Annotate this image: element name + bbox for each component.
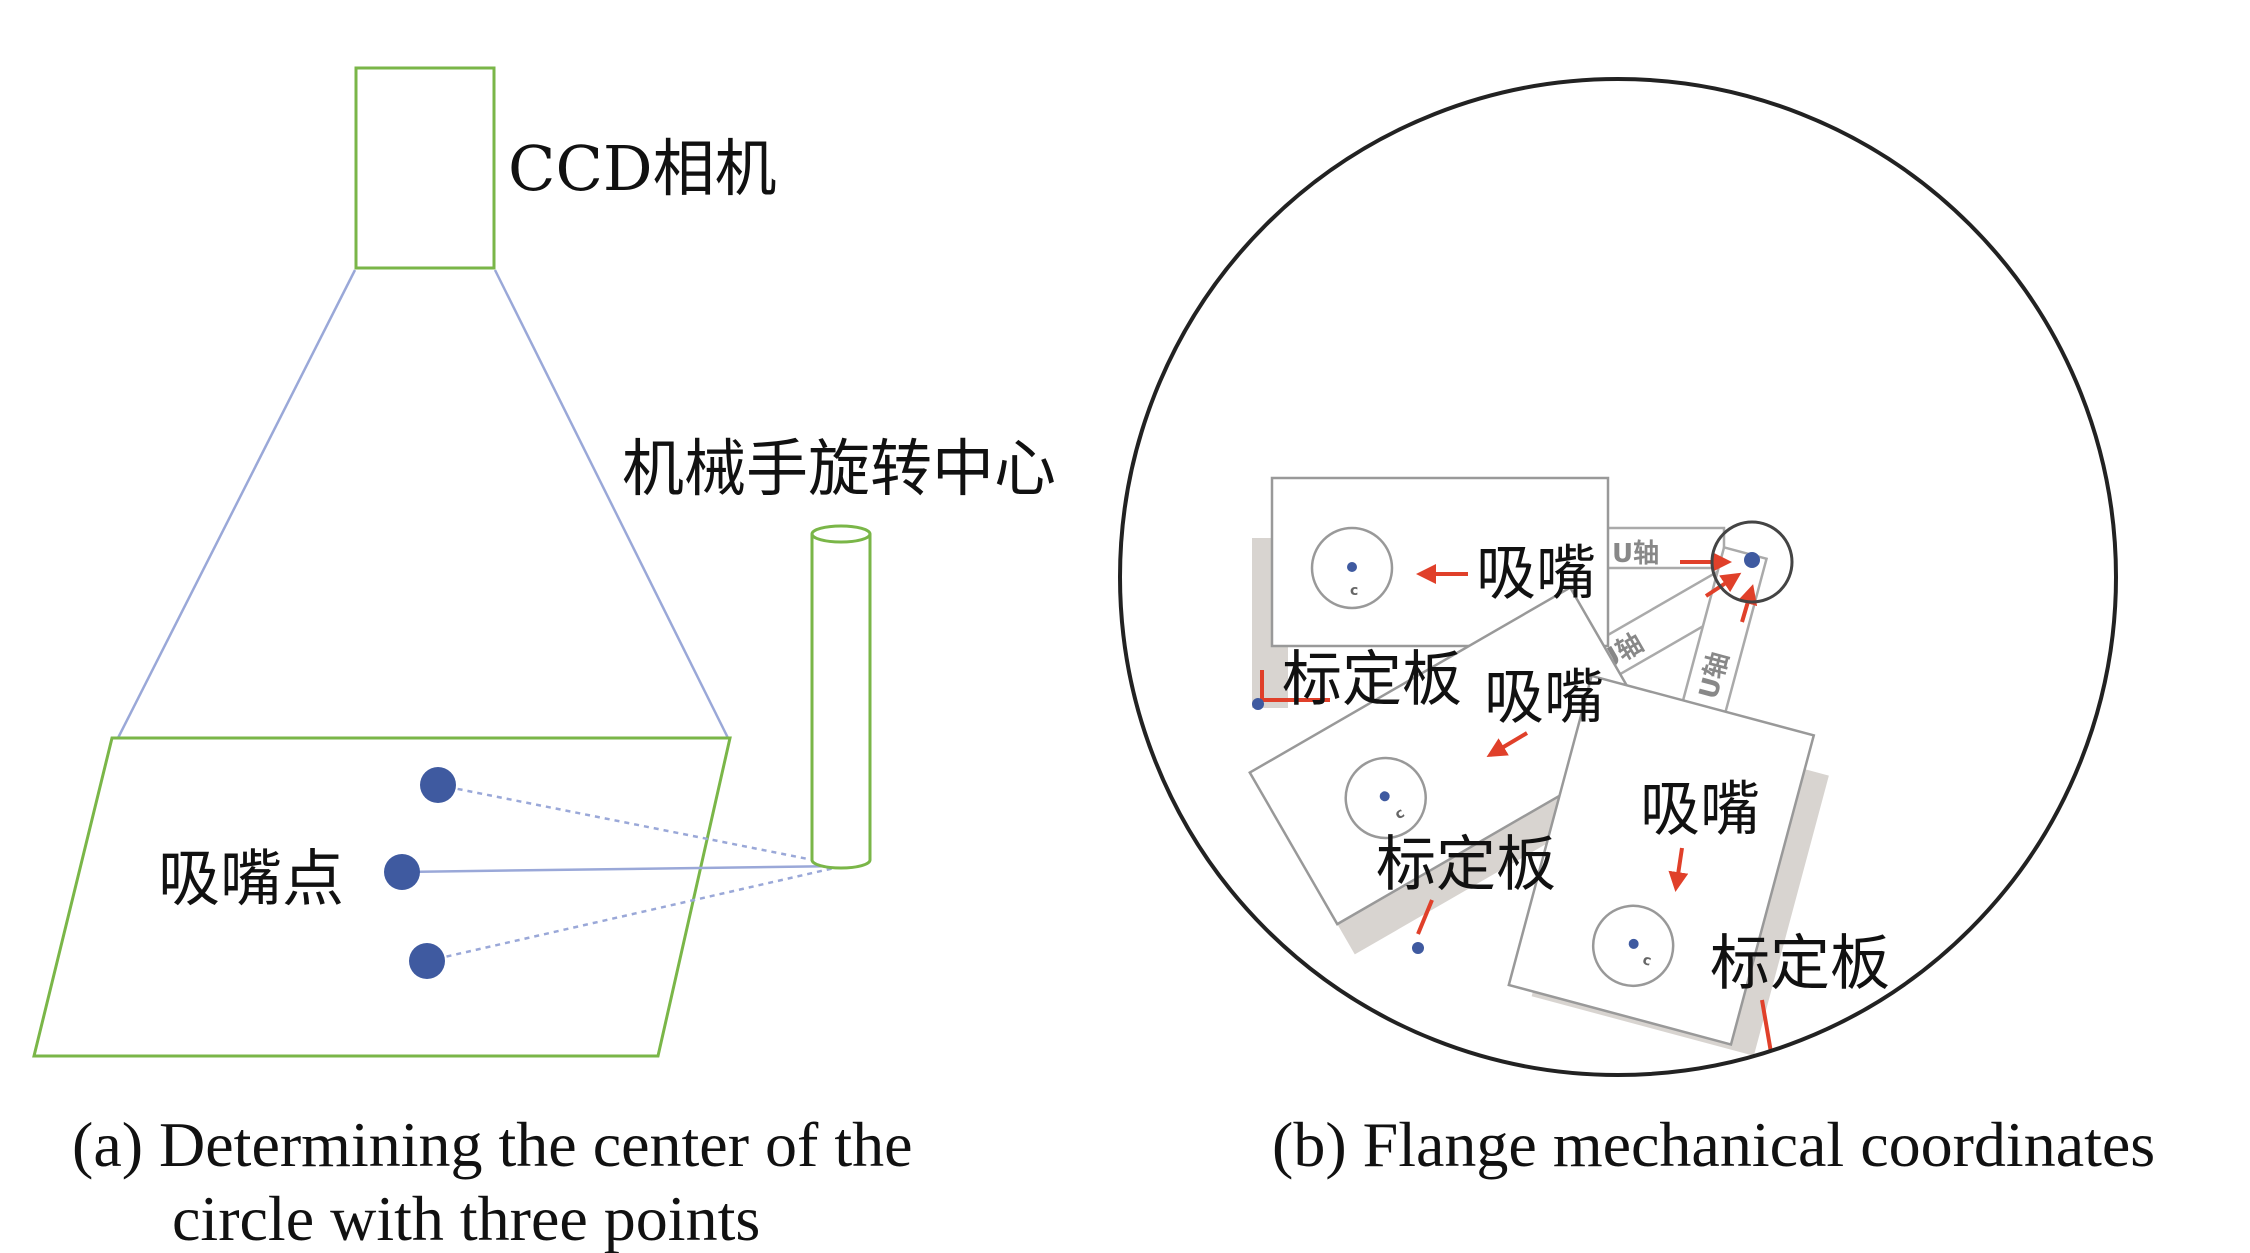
fov-line-right — [493, 269, 730, 739]
fov-line-left — [116, 269, 357, 739]
nozzle-point-2 — [384, 854, 420, 890]
nozzle-label-2: 吸嘴 — [1484, 663, 1604, 733]
nozzle-arrow-2 — [1486, 731, 1529, 758]
rotation-center-label: 机械手旋转中心 — [622, 432, 1056, 505]
nozzle-connector-3 — [426, 864, 844, 963]
flange-outline — [1118, 77, 2118, 1077]
nozzle-arrow-3 — [1668, 847, 1689, 892]
svg-text:U轴: U轴 — [1612, 539, 1659, 569]
plate-2-corner-red — [1416, 899, 1434, 935]
flange-center-dot — [1744, 552, 1760, 568]
nozzle-points-label: 吸嘴点 — [158, 842, 344, 915]
caption-a-line1: (a) Determining the center of the — [72, 1109, 913, 1180]
flange-center-circle — [1710, 520, 1794, 604]
plate-2-corner-dot — [1412, 942, 1424, 954]
svg-text:c: c — [1350, 583, 1358, 599]
nozzle-label-3: 吸嘴 — [1640, 775, 1760, 845]
field-of-view-plane — [32, 736, 732, 1058]
nozzle-connector-2 — [401, 864, 844, 874]
plate-label-1: 标定板 — [1282, 645, 1462, 715]
panel-b: U轴 U轴 U轴 c — [1118, 77, 2155, 1180]
nozzle-point-1 — [420, 767, 456, 803]
plate-3-corner-red — [1760, 999, 1776, 1071]
rotation-center-cylinder — [810, 524, 872, 870]
caption-b: (b) Flange mechanical coordinates — [1272, 1109, 2155, 1180]
u-axis-arrow-3 — [1737, 584, 1758, 623]
panel-a: CCD相机 吸嘴点 机械手旋转中心 (a) Determining the ce… — [32, 66, 1056, 1253]
svg-text:c: c — [1641, 952, 1653, 970]
plate-label-2: 标定板 — [1376, 830, 1556, 900]
flange-interior: U轴 U轴 U轴 c — [1248, 476, 1829, 1075]
u-axis-arrow-2 — [1704, 572, 1742, 598]
plate-3-corner-dot — [1756, 1068, 1768, 1075]
ccd-camera — [354, 66, 496, 270]
nozzle-point-3 — [409, 943, 445, 979]
plate-label-3: 标定板 — [1710, 929, 1890, 999]
nozzle-label-1: 吸嘴 — [1476, 539, 1596, 609]
nozzle-connector-1 — [437, 783, 844, 868]
ccd-camera-label: CCD相机 — [508, 132, 777, 205]
caption-a-line2: circle with three points — [172, 1183, 760, 1253]
